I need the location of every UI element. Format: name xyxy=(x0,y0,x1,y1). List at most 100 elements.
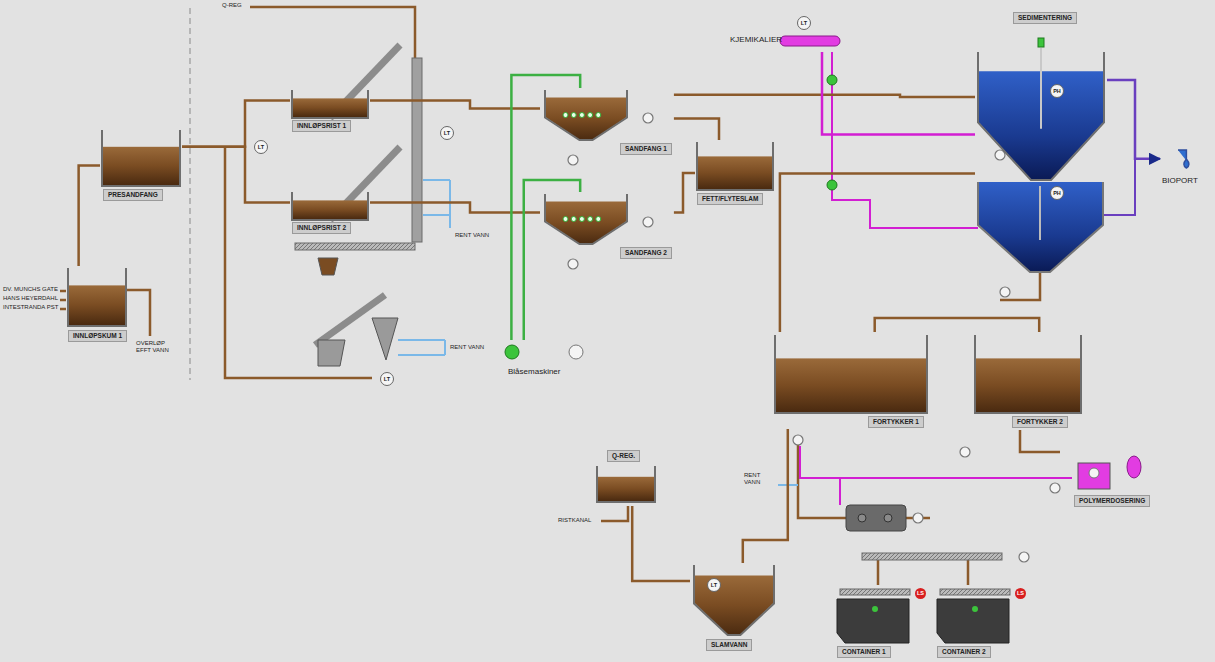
sludge-pipe xyxy=(1020,430,1060,452)
polymer-silo xyxy=(1127,456,1141,478)
hopper-wall xyxy=(545,90,627,140)
dosing-pump xyxy=(827,180,837,190)
unit-label: FORTYKKER 2 xyxy=(1012,416,1068,428)
pump-symbol xyxy=(913,513,923,523)
outlet-symbol xyxy=(1178,150,1189,168)
aeration-dot xyxy=(571,217,576,222)
pump-symbol xyxy=(1019,552,1029,562)
clean-water-pipe xyxy=(398,180,798,485)
unit-label: BIOPORT xyxy=(1162,176,1198,186)
text-label: HANS HEYERDAHL xyxy=(3,295,58,302)
status-lamp xyxy=(1038,38,1044,47)
pipe-connector xyxy=(875,318,1039,332)
pipe-connector xyxy=(1107,80,1160,159)
aeration-dot xyxy=(596,113,601,118)
pipe-connector xyxy=(182,147,290,203)
tank-wall xyxy=(292,192,368,220)
sedimentation-basin xyxy=(978,182,1103,272)
outlet-pipe xyxy=(1103,90,1135,215)
tank-unit: Q-REG. xyxy=(595,450,657,506)
text-label: Q-REG xyxy=(222,2,242,9)
pipe-connector xyxy=(370,202,540,212)
poly-unit: POLYMERDOSERING xyxy=(1072,455,1156,511)
area-divider xyxy=(190,8,191,380)
pipe-connector xyxy=(743,429,788,563)
polymer-pump xyxy=(1089,468,1099,478)
tank-wall xyxy=(975,335,1081,413)
level-switch: LS xyxy=(1015,588,1026,599)
sludge-pipe xyxy=(125,290,150,336)
sludge-pipe xyxy=(878,560,968,585)
chemical-tank xyxy=(780,36,840,46)
aeration-dot xyxy=(588,217,593,222)
screen-equipment xyxy=(372,318,398,360)
pump-symbol xyxy=(1050,483,1060,493)
unit-label: PRESANDFANG xyxy=(103,189,163,201)
basin-unit: SEDIMENTERING xyxy=(975,12,1107,182)
level-switch: LS xyxy=(915,588,926,599)
aeration-dot xyxy=(596,217,601,222)
aeration-dot xyxy=(579,217,584,222)
pump-symbol xyxy=(793,435,803,445)
screen-equipment xyxy=(318,258,338,275)
hopper-fill xyxy=(546,98,626,141)
unit-label: INNLØPSRIST 1 xyxy=(292,120,351,132)
tank-unit: INNLØPSRIST 2 xyxy=(290,188,370,236)
unit-outline xyxy=(772,332,930,429)
instrument-tag: LT xyxy=(254,140,268,154)
screen-equipment xyxy=(318,340,345,366)
unit-label: FORTYKKER 1 xyxy=(868,416,924,428)
container-body xyxy=(937,599,1009,643)
unit-outline xyxy=(972,332,1084,429)
tank-wall xyxy=(102,130,180,186)
blower-symbol xyxy=(569,345,583,359)
sedimentation-basin xyxy=(978,182,1103,272)
tank-fill xyxy=(293,98,367,117)
screen-equipment xyxy=(846,505,906,531)
tank-unit: FORTYKKER 2 xyxy=(972,332,1084,429)
tank-unit: FORTYKKER 1 xyxy=(772,332,930,429)
pipe-connector xyxy=(674,119,719,140)
screen-equipment xyxy=(295,45,1002,560)
container-body xyxy=(837,599,909,643)
hopper-unit: SANDFANG 1 xyxy=(540,88,674,156)
hopper-wall xyxy=(545,194,627,244)
text-label: DV. MUNCHS GATE xyxy=(3,286,58,293)
screen-equipment xyxy=(412,58,422,242)
polymer-tank xyxy=(1078,463,1110,489)
tank-unit: FETT/FLYTESLAM xyxy=(695,140,775,206)
pump-symbol xyxy=(568,155,578,165)
sludge-pipe xyxy=(60,7,1060,585)
pipe-connector xyxy=(674,95,975,97)
screen-equipment xyxy=(862,553,1002,560)
text-label: RENT VANN xyxy=(450,344,484,351)
tank-unit: INNLØPSRIST 1 xyxy=(290,86,370,134)
hopper-fill xyxy=(695,576,773,636)
unit-outline xyxy=(975,12,1107,182)
unit-outline xyxy=(1160,150,1210,194)
status-lamp xyxy=(872,606,878,612)
screen-equipment xyxy=(295,243,415,250)
blower-symbol xyxy=(505,345,519,359)
tank-fill xyxy=(976,358,1080,412)
instrument-tag: LT xyxy=(707,578,721,592)
outlet-pipe xyxy=(1103,90,1135,215)
unit-label: KJEMIKALIER xyxy=(730,35,782,45)
chemical-pipe xyxy=(832,52,978,228)
tank-wall xyxy=(68,268,126,326)
tank-fill xyxy=(776,358,926,412)
hopper-unit: SLAMVANN xyxy=(690,563,778,653)
unit-label: SANDFANG 1 xyxy=(620,143,672,155)
pump-symbol xyxy=(568,259,578,269)
unit-label: POLYMERDOSERING xyxy=(1074,495,1150,507)
unit-label: SLAMVANN xyxy=(706,639,752,651)
tank-fill xyxy=(698,156,772,189)
sludge-pipe xyxy=(60,291,66,309)
pump-symbol xyxy=(643,217,653,227)
container-unit: CONTAINER 2 xyxy=(935,585,1015,659)
unit-label: INNLØPSKUM 1 xyxy=(68,330,127,342)
clean-water-pipe xyxy=(423,180,450,228)
text-label: OVERLØP EFFT VANN xyxy=(136,340,174,354)
pump-symbol xyxy=(1000,287,1010,297)
